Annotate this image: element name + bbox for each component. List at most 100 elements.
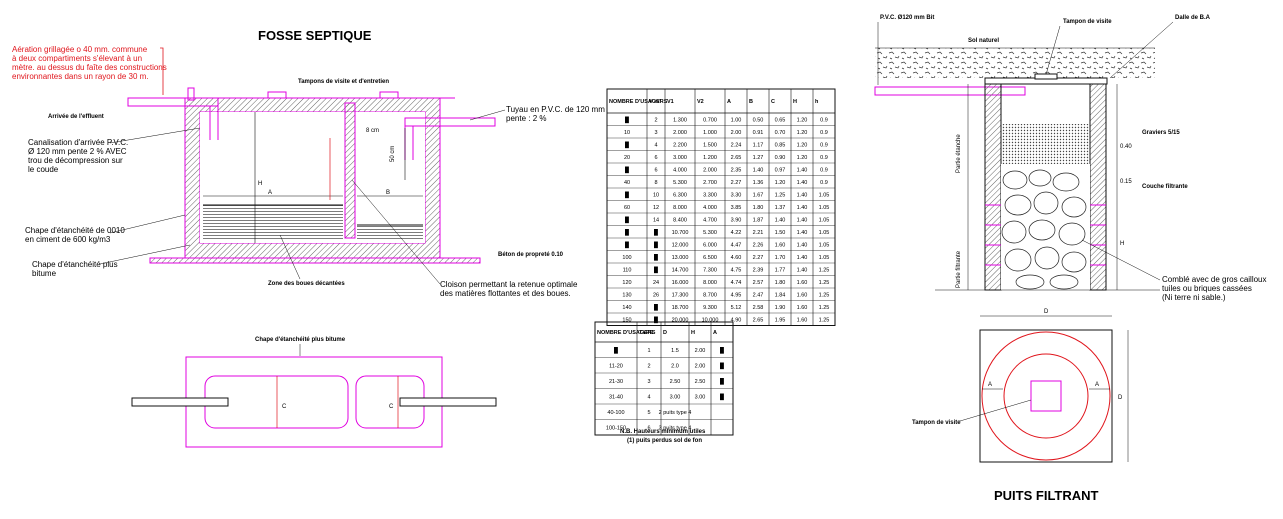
main-table-cell: 12 <box>653 205 659 211</box>
main-table-cell: 140 <box>622 305 631 311</box>
main-table-header: NOMBRE D'USAGERS <box>609 99 668 105</box>
main-table-cell: 4.74 <box>731 280 742 286</box>
main-table-cell: 6 <box>654 155 657 161</box>
main-table-cell: 0.65 <box>775 117 786 123</box>
main-table-cell: 1.20 <box>797 130 808 136</box>
small-table-cell: 100-150 <box>606 425 626 431</box>
main-table-cell: 2.700 <box>703 180 717 186</box>
main-table-cell: 1.05 <box>819 192 830 198</box>
svg-text:tuiles ou briques cassées: tuiles ou briques cassées <box>1162 284 1252 293</box>
svg-text:trou de décompression sur: trou de décompression sur <box>28 156 123 165</box>
small-table-cell: 11-20 <box>609 363 623 369</box>
plan-C-2: C <box>389 404 394 410</box>
main-table-cell: 1.20 <box>775 180 786 186</box>
main-table-cell: 6 <box>654 167 657 173</box>
main-table-cell: 1.80 <box>775 280 786 286</box>
main-table-header: B <box>749 99 753 105</box>
main-table-header: C <box>771 99 775 105</box>
puits-wall-left <box>984 83 1002 291</box>
main-table-cell: 3.90 <box>731 217 742 223</box>
main-table-cell: 2.21 <box>753 230 764 236</box>
main-table-cell: 1.77 <box>775 267 786 273</box>
main-table-cell: 1.25 <box>819 317 830 323</box>
main-table-cell: █ <box>625 191 629 198</box>
svg-text:Aération grillagée o 40 mm. co: Aération grillagée o 40 mm. commune <box>12 45 148 54</box>
comble-note: Comblé avec de gros cailloux tuiles ou b… <box>1162 275 1267 302</box>
small-table-cell: 2 <box>647 363 650 369</box>
dim-B: B <box>386 190 390 196</box>
main-table-cell: 6.000 <box>703 242 717 248</box>
svg-text:à deux compartiments s'élevant: à deux compartiments s'élevant à un <box>12 54 142 63</box>
tampon-1 <box>267 91 287 99</box>
main-table-cell: 1.200 <box>703 155 717 161</box>
svg-text:Canalisation d'arrivée P.V.C.: Canalisation d'arrivée P.V.C. <box>28 138 128 147</box>
main-table-cell: 8.000 <box>703 280 717 286</box>
main-table-cell: 5.300 <box>703 230 717 236</box>
main-table-cell: 1.40 <box>797 242 808 248</box>
main-table-cell: 2.47 <box>753 292 764 298</box>
main-table-cell: 1.67 <box>753 192 764 198</box>
main-table-cell: 1.25 <box>775 192 786 198</box>
main-table-cell: 9.300 <box>703 305 717 311</box>
main-table-cell: 16.000 <box>672 280 689 286</box>
main-table-cell: 1.05 <box>819 242 830 248</box>
tampon-2 <box>379 91 399 99</box>
main-table-cell: 4.90 <box>731 317 742 323</box>
small-table-cell: 2.00 <box>695 348 706 354</box>
main-table-header: h <box>815 99 819 105</box>
main-table-cell: 110 <box>623 267 632 273</box>
main-table-cell: 1.17 <box>753 142 764 148</box>
main-table-cell: 3 <box>654 130 657 136</box>
svg-text:Chape d'étanchéité plus: Chape d'étanchéité plus <box>32 260 118 269</box>
dim-50cm: 50 cm <box>390 146 396 162</box>
main-table-cell: 1.70 <box>775 255 786 261</box>
small-table-cell: 2.00 <box>695 363 706 369</box>
main-table-cell: 3.30 <box>731 192 742 198</box>
sludge-right <box>357 225 423 239</box>
main-table-cell: 5.12 <box>731 305 742 311</box>
puits-plan-D-side: D <box>1118 395 1123 401</box>
main-table-cell: 18.700 <box>672 305 689 311</box>
main-table-header: H <box>793 99 797 105</box>
main-table-cell: 1.87 <box>753 217 764 223</box>
beton-propre-label: Béton de propreté 0.10 <box>498 252 564 258</box>
dim-A: A <box>268 190 272 196</box>
main-table-header: A <box>727 99 731 105</box>
dim-8cm: 8 cm <box>366 128 379 134</box>
main-table-cell: 4.22 <box>731 230 742 236</box>
plan-pipe-in <box>131 397 229 407</box>
small-table-header: D <box>663 330 667 336</box>
main-table-cell: 2.58 <box>753 305 764 311</box>
main-table-cell: █ <box>654 229 658 236</box>
main-table-cell: 8 <box>654 180 657 186</box>
sludge-left <box>203 205 343 239</box>
cailloux-fill <box>1001 164 1090 290</box>
main-table-cell: █ <box>654 266 658 273</box>
svg-text:le coude: le coude <box>28 165 59 174</box>
main-table-cell: 100 <box>622 255 631 261</box>
main-table-cell: 4.000 <box>703 205 717 211</box>
main-table-cell: █ <box>654 316 658 323</box>
main-table-cell: 2.65 <box>731 155 742 161</box>
plan-pipe-out <box>399 397 497 407</box>
main-table-cell: 6.300 <box>673 192 687 198</box>
small-table-cell: 1.5 <box>671 348 679 354</box>
main-table-cell: 120 <box>622 280 631 286</box>
main-table-cell: 1.00 <box>731 117 742 123</box>
main-table-cell: 13.000 <box>672 255 689 261</box>
main-table-cell: 1.40 <box>797 217 808 223</box>
main-table-cell: 3.300 <box>703 192 717 198</box>
main-table-cell: 8.000 <box>673 205 687 211</box>
main-table-cell: 1.60 <box>797 292 808 298</box>
main-table-cell: 1.25 <box>819 305 830 311</box>
main-table-cell: 0.50 <box>753 117 764 123</box>
main-table-cell: 20.000 <box>672 317 689 323</box>
partie-etanche-label: Partie étanche <box>956 134 962 173</box>
main-table-cell: 8.700 <box>703 292 717 298</box>
sol-label: Sol naturel <box>968 38 999 44</box>
dim-H: H <box>258 181 262 187</box>
table-note-1: N.B. Hauteurs minimum utiles <box>620 429 706 435</box>
main-table-cell: 4 <box>654 142 657 148</box>
gravier-layer <box>1001 124 1090 164</box>
